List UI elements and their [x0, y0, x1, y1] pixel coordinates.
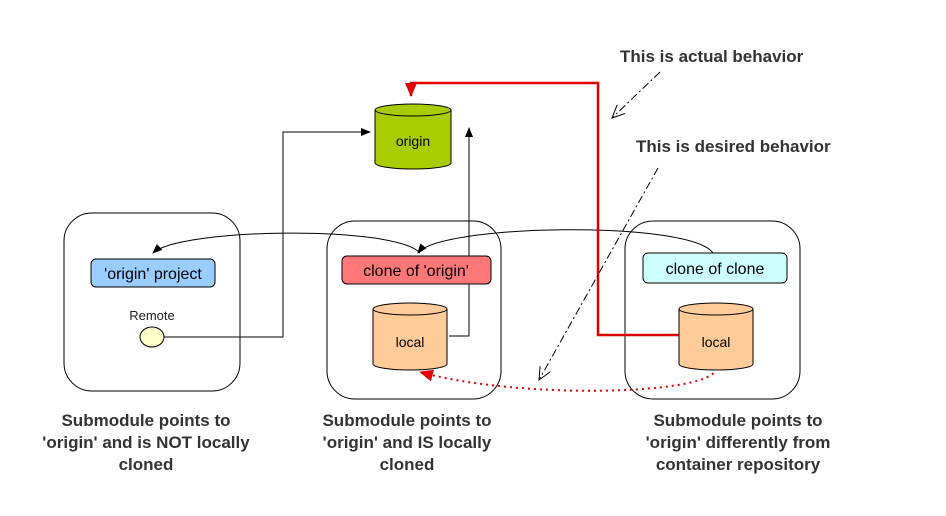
remote-label: Remote	[129, 308, 175, 323]
panel-origin-project	[63, 212, 241, 392]
origin-label: origin	[396, 133, 430, 149]
origin-project-header-label: 'origin' project	[104, 266, 202, 283]
actual-behavior-arrow	[405, 81, 680, 337]
origin-project-header	[90, 258, 216, 288]
remote-icon	[139, 326, 165, 348]
cloneclone-to-clone-arc	[417, 229, 714, 254]
svg-text:Submodule points to: Submodule points to	[322, 411, 491, 430]
svg-text:cloned: cloned	[380, 455, 435, 474]
local-label: local	[702, 334, 731, 350]
clone-of-origin-header-label: clone of 'origin'	[363, 263, 469, 280]
local-database-icon	[372, 302, 448, 371]
desired-behavior-annotation: This is desired behavior	[636, 137, 831, 156]
svg-text:'origin' and IS locally: 'origin' and IS locally	[323, 433, 492, 452]
desired-behavior-arrow	[419, 367, 717, 392]
local-to-origin-arrow	[449, 127, 473, 337]
svg-text:'origin' differently from: 'origin' differently from	[646, 433, 831, 452]
svg-text:'origin' and is NOT locally: 'origin' and is NOT locally	[42, 433, 250, 452]
caption-panel-1: Submodule points to 'origin' and is NOT …	[42, 411, 250, 474]
origin-database-icon	[374, 103, 452, 170]
clone-of-origin-header	[341, 255, 492, 285]
local-database-icon	[678, 302, 754, 371]
svg-text:Submodule points to: Submodule points to	[653, 411, 822, 430]
caption-panel-2: Submodule points to 'origin' and IS loca…	[322, 411, 491, 474]
svg-text:cloned: cloned	[119, 455, 174, 474]
svg-text:Submodule points to: Submodule points to	[61, 411, 230, 430]
actual-behavior-annotation: This is actual behavior	[620, 47, 804, 66]
clone-of-clone-header	[642, 252, 788, 284]
clone-of-clone-header-label: clone of clone	[666, 261, 765, 278]
local-label: local	[396, 334, 425, 350]
remote-to-origin-arrow	[164, 128, 371, 338]
clone-to-project-arc	[152, 232, 421, 254]
svg-text:container repository: container repository	[656, 455, 821, 474]
caption-panel-3: Submodule points to 'origin' differently…	[646, 411, 831, 474]
actual-pointer	[612, 71, 661, 118]
